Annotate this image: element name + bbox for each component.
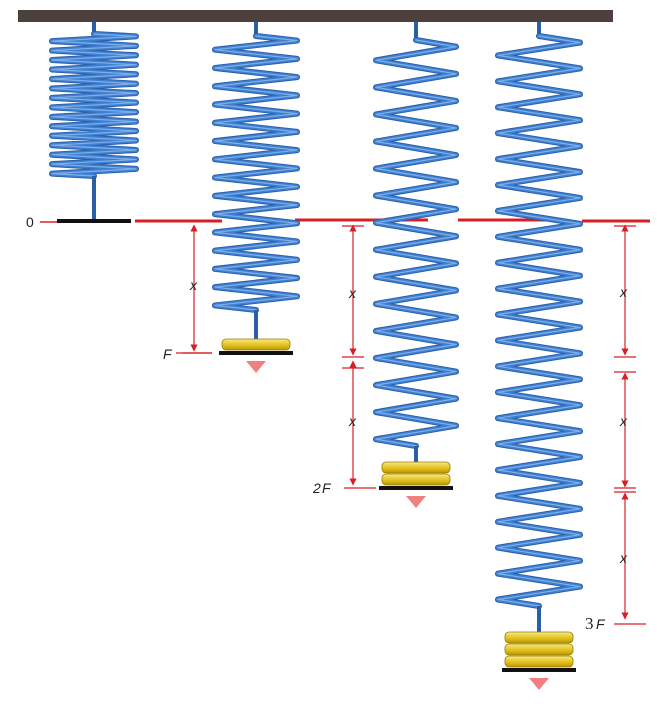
x-label-spring3-lower: x (348, 413, 357, 429)
weight-disc (504, 643, 574, 656)
displacement-marker (614, 491, 646, 625)
spring-coil-highlight (375, 39, 457, 447)
springs (49, 22, 583, 690)
spring-plate (502, 668, 576, 672)
displacement-marker (182, 224, 212, 354)
displacement-marker (342, 360, 376, 489)
displacement-marker (342, 224, 364, 358)
x-label-spring4-lower: x (619, 550, 628, 566)
force-label-3F: 3 F (585, 614, 606, 633)
zero-label: 0 (26, 214, 34, 230)
weight-disc (221, 338, 291, 351)
x-label-spring2: x (189, 277, 198, 293)
force-label-2F-coefficient: 2 (312, 480, 321, 496)
spring-coil-highlight (497, 35, 581, 607)
force-arrow-icon (406, 496, 426, 508)
force-label-3F-coefficient: 3 (585, 614, 594, 633)
spring-coil-highlight (51, 33, 137, 177)
weight-disc (381, 461, 451, 474)
force-arrow-icon (246, 361, 266, 373)
spring-coil-highlight (214, 35, 298, 311)
reference-line (40, 218, 650, 223)
displacement-marker (614, 371, 636, 489)
force-label-F: F (163, 346, 173, 362)
weight-disc (504, 631, 574, 644)
x-label-spring4-middle: x (619, 413, 628, 429)
spring-one-weight (212, 22, 300, 373)
x-label-spring3-upper: x (348, 285, 357, 301)
spring-plate (57, 219, 131, 223)
spring-two-weights (373, 22, 459, 508)
force-arrow-icon (529, 678, 549, 690)
ceiling-bar (18, 10, 613, 22)
force-label-3F-symbol: F (596, 616, 606, 632)
spring-three-weights (495, 22, 583, 690)
spring-plate (379, 486, 453, 490)
spring-plate (219, 351, 293, 355)
force-label-2F-symbol: F (322, 480, 332, 496)
weight-disc (504, 655, 574, 668)
spring-unstretched (49, 22, 139, 223)
displacement-marker (614, 224, 636, 358)
displacement-markers (176, 224, 646, 625)
weight-disc (381, 473, 451, 486)
force-label-2F: 2 F (312, 480, 332, 496)
x-label-spring4-upper: x (619, 284, 628, 300)
